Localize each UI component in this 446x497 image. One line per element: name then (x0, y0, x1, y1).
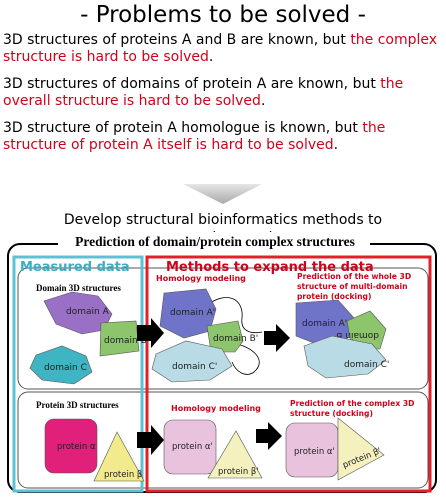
protein-alpha-prime-label: protein α' (172, 442, 213, 452)
row1-prediction-line-1: Prediction of the whole 3D (297, 272, 411, 281)
protein-beta-label: protein β (104, 470, 142, 480)
down-arrow-icon (183, 184, 262, 204)
docked-domain-a-label: domain A' (302, 319, 347, 329)
problem-2-text: 3D structures of domains of protein A ar… (3, 76, 381, 92)
domain-b-shape (99, 320, 140, 357)
domain-c-label: domain C (44, 363, 87, 373)
problem-3-highlight: the structure of protein A itself is har… (3, 120, 386, 153)
protein-beta-prime-label: protein β' (218, 467, 259, 477)
protein-beta-shape (93, 431, 145, 482)
domain-b-label: domain B (104, 336, 147, 346)
docked-domain-a-shape (295, 299, 355, 347)
row2-panel-title: Protein 3D structures (36, 400, 119, 410)
domain-b-prime-label: domain B' (213, 334, 258, 344)
domain-a-prime-label: domain A' (170, 308, 215, 318)
docked-domain-c-label: domain C' (344, 360, 389, 370)
problem-2-end: . (260, 93, 266, 109)
protein-beta-prime-shape (207, 430, 263, 479)
docked-domain-c-shape (303, 335, 387, 379)
problem-1-text: 3D structures of proteins A and B are kn… (3, 32, 351, 48)
problem-2: 3D structures of domains of protein A ar… (3, 76, 443, 110)
develop-line-1: Develop structural bioinformatics method… (63, 212, 383, 228)
methods-box (145, 255, 432, 493)
problem-3-text: 3D structure of protein A homologue is k… (3, 120, 363, 136)
row1-prediction-line-2: structure of multi-domain (297, 282, 408, 291)
domain-c-prime-label: domain C' (172, 362, 217, 372)
row1-prediction-line-3: protein (docking) (297, 292, 371, 301)
row1-homology-label: Homology modeling (156, 274, 246, 283)
methods-label: Methods to expand the data (166, 260, 374, 275)
problem-3-end: . (333, 137, 339, 153)
row1-panel-title: Domain 3D structures (36, 283, 121, 293)
problem-2-highlight: the overall structure is hard to be solv… (3, 76, 404, 109)
complex-beta-shape (337, 417, 385, 481)
domain-a-label: domain A (66, 307, 110, 317)
protein-alpha-prime-shape (163, 419, 217, 475)
row2-homology-label: Homology modeling (171, 404, 261, 413)
linker-loop (231, 342, 260, 375)
problem-3: 3D structure of protein A homologue is k… (3, 120, 443, 154)
domain-c-prime-shape (151, 340, 233, 383)
protein-alpha-shape (44, 418, 98, 474)
measured-box (12, 255, 144, 493)
arrow-right-icon (264, 324, 290, 352)
arrow-right-icon (137, 425, 164, 455)
protein-alpha-label: protein α (57, 442, 96, 452)
domain-a-shape (43, 291, 113, 335)
row2-prediction-line-2: structure (docking) (290, 409, 373, 418)
diagram-heading: Prediction of domain/protein complex str… (75, 234, 355, 249)
problem-1: 3D structures of proteins A and B are kn… (3, 32, 443, 66)
problem-1-highlight: the complex structure is hard to be solv… (3, 32, 438, 65)
page-title: - Problems to be solved - (80, 2, 366, 28)
measured-label: Measured data (20, 260, 130, 275)
complex-alpha-label: protein α' (294, 447, 335, 457)
linker-loop (205, 297, 263, 334)
heading-backdrop (58, 232, 370, 252)
arrow-right-icon (256, 422, 282, 450)
problem-1-end: . (208, 49, 214, 65)
row2-prediction-line-1: Prediction of the complex 3D (290, 399, 414, 408)
arrow-right-icon (137, 318, 164, 348)
docked-domain-b-label: domain B' (334, 330, 379, 340)
domain-c-shape (29, 345, 93, 385)
